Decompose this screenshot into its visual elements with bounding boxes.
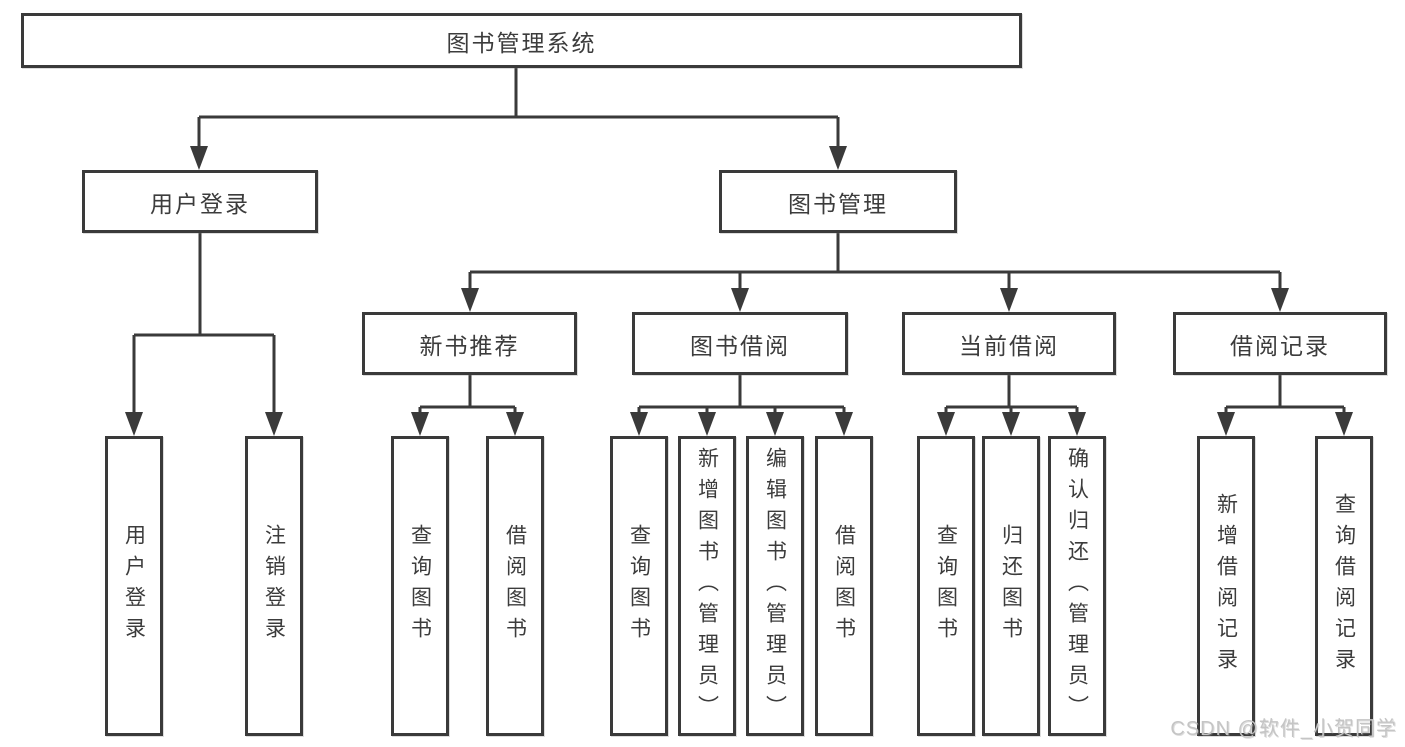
node-label: 查询图书 bbox=[934, 524, 958, 648]
node-label: 图书管理 bbox=[788, 190, 888, 217]
node-label: 用户登录 bbox=[122, 524, 146, 648]
node-label: 借阅图书 bbox=[832, 524, 856, 648]
node-label: 借阅图书 bbox=[503, 524, 527, 648]
node-label: 当前借阅 bbox=[959, 332, 1059, 359]
node-label: 新增借阅记录 bbox=[1214, 493, 1238, 679]
node-label: 编辑图书（管理员） bbox=[763, 446, 787, 726]
node-current-borrow: 当前借阅 bbox=[902, 312, 1116, 375]
node-label: 借阅记录 bbox=[1230, 332, 1330, 359]
node-borrow-records: 借阅记录 bbox=[1173, 312, 1387, 375]
leaf-logout: 注销登录 bbox=[245, 436, 303, 736]
node-label: 新书推荐 bbox=[419, 332, 520, 359]
node-user-login: 用户登录 bbox=[82, 170, 318, 233]
node-label: 归还图书 bbox=[999, 524, 1023, 648]
node-label: 图书借阅 bbox=[690, 332, 790, 359]
node-book-borrow: 图书借阅 bbox=[632, 312, 848, 375]
leaf-query-books-borrow: 查询图书 bbox=[610, 436, 668, 736]
node-label: 确认归还（管理员） bbox=[1065, 446, 1089, 726]
node-label: 查询图书 bbox=[408, 524, 432, 648]
node-new-book-recommend: 新书推荐 bbox=[362, 312, 577, 375]
leaf-borrow-books: 借阅图书 bbox=[815, 436, 873, 736]
csdn-watermark: CSDN @软件_小贺同学 bbox=[1170, 718, 1397, 740]
leaf-add-books-admin: 新增图书（管理员） bbox=[678, 436, 736, 736]
leaf-query-books-current: 查询图书 bbox=[917, 436, 975, 736]
node-book-management: 图书管理 bbox=[719, 170, 957, 233]
leaf-add-borrow-record: 新增借阅记录 bbox=[1197, 436, 1255, 736]
node-library-system: 图书管理系统 bbox=[21, 13, 1022, 68]
leaf-borrow-books-recommend: 借阅图书 bbox=[486, 436, 544, 736]
leaf-return-books: 归还图书 bbox=[982, 436, 1040, 736]
node-label: 注销登录 bbox=[262, 524, 286, 648]
node-label: 查询图书 bbox=[627, 524, 651, 648]
node-label: 查询借阅记录 bbox=[1332, 493, 1356, 679]
leaf-user-login: 用户登录 bbox=[105, 436, 163, 736]
leaf-query-books-recommend: 查询图书 bbox=[391, 436, 449, 736]
leaf-edit-books-admin: 编辑图书（管理员） bbox=[746, 436, 804, 736]
node-label: 用户登录 bbox=[150, 190, 250, 217]
leaf-query-borrow-record: 查询借阅记录 bbox=[1315, 436, 1373, 736]
node-label: 新增图书（管理员） bbox=[695, 446, 719, 726]
leaf-confirm-return-admin: 确认归还（管理员） bbox=[1048, 436, 1106, 736]
node-label: 图书管理系统 bbox=[446, 29, 597, 56]
